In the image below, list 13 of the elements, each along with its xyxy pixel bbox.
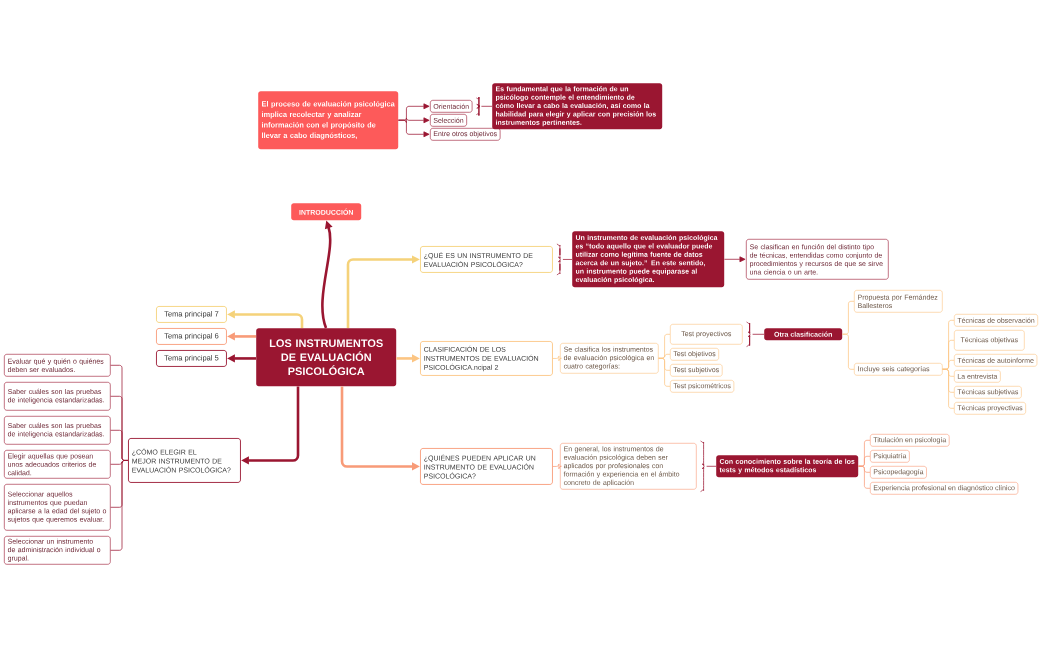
connector-line [858,465,871,489]
central-topic-box: LOS INSTRUMENTOS DE EVALUACIÓN PSICOLÓGICA [256,328,397,387]
connector-line [658,357,671,387]
connector-line [552,463,562,470]
bracket-connector [476,96,493,116]
bracket-connector [746,321,765,347]
bracket-connector [556,243,573,276]
connector-line [552,355,562,362]
arrow [724,256,746,263]
bracket-connector [700,440,717,492]
arrow [398,119,430,138]
connector-line [842,333,855,370]
connector-line [942,368,955,409]
